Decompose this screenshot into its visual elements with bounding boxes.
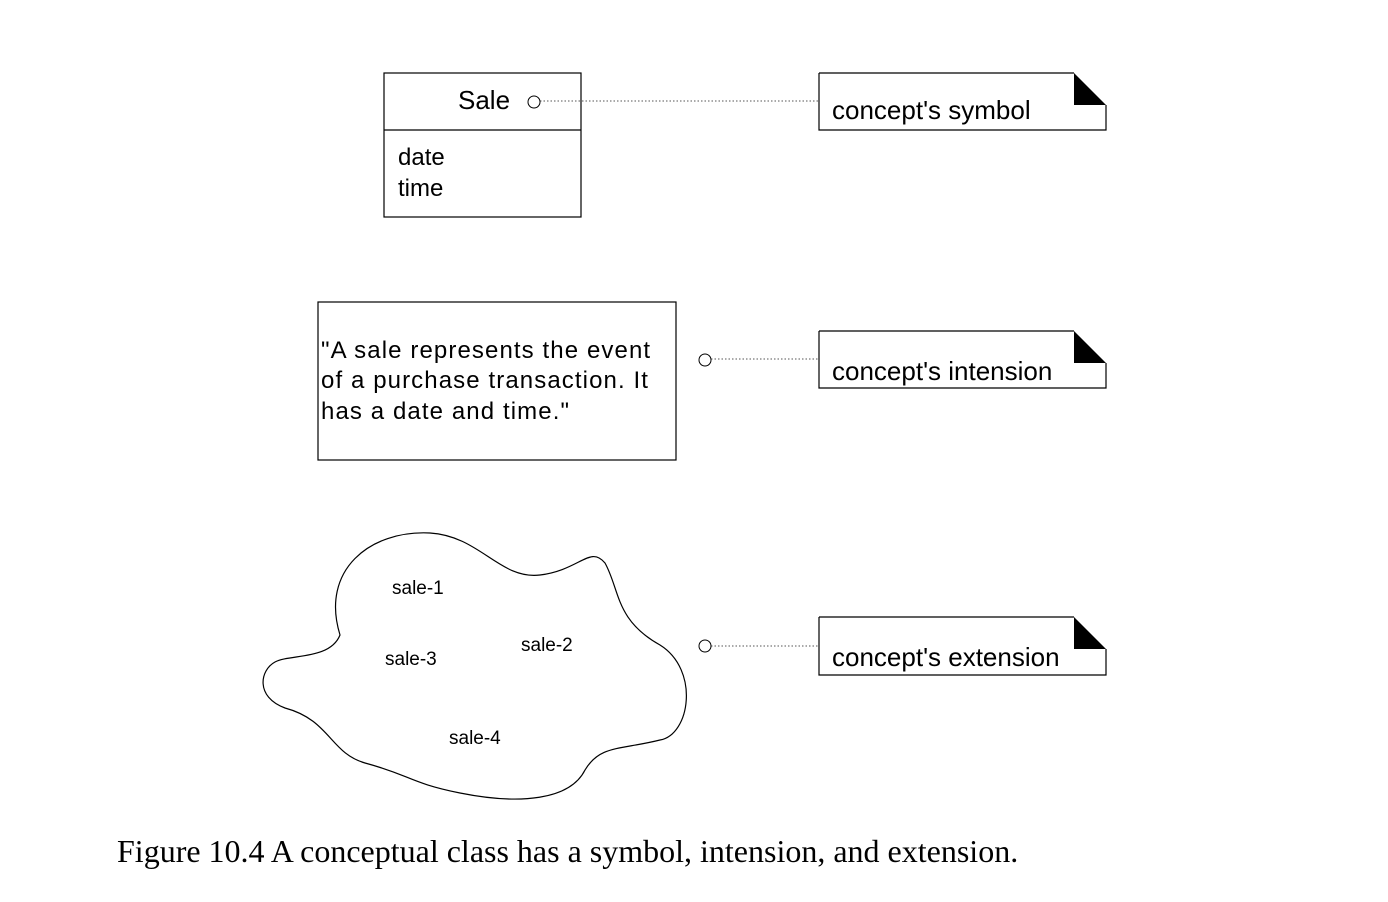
instance-sale-4: sale-4 (449, 728, 501, 749)
class-attribute-time: time (398, 175, 444, 202)
class-box (383, 72, 582, 218)
instance-sale-3: sale-3 (385, 649, 437, 670)
folded-corner-icon (1074, 617, 1106, 649)
folded-corner-icon (1074, 331, 1106, 363)
extension-connector-end (698, 639, 712, 653)
instance-sale-2: sale-2 (521, 635, 573, 656)
intension-box (317, 301, 677, 461)
instance-sale-1: sale-1 (392, 578, 444, 599)
class-name: Sale (458, 85, 511, 115)
intension-text-line: has a date and time." (321, 398, 571, 425)
note-symbol-label: concept's symbol (832, 95, 1031, 125)
symbol-connector-end (527, 95, 541, 109)
note-intension (818, 330, 1107, 389)
class-attribute-date: date (398, 144, 445, 171)
note-intension-label: concept's intension (832, 356, 1053, 386)
note-extension-label: concept's extension (832, 642, 1060, 672)
note-symbol (818, 72, 1107, 131)
intension-connector-end (698, 353, 712, 367)
figure-caption: Figure 10.4 A conceptual class has a sym… (117, 833, 1019, 869)
folded-corner-icon (1074, 73, 1106, 105)
note-extension (818, 616, 1107, 676)
intension-text-line: of a purchase transaction. It (321, 367, 650, 394)
extension-cloud (262, 532, 687, 800)
intension-text-line: "A sale represents the event (321, 337, 652, 364)
